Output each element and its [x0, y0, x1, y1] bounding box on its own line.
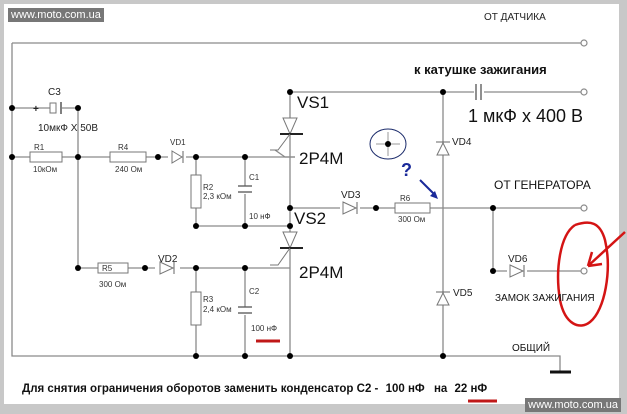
red-arrow-icon: [586, 231, 626, 268]
terminal-ignition-lock: [580, 267, 588, 275]
label-vs2: VS2: [294, 209, 326, 228]
diode-vd3: [342, 201, 358, 215]
label-c2: C2: [249, 287, 260, 296]
label-c1-value: 10 нФ: [249, 212, 271, 221]
schematic-canvas: [4, 4, 619, 404]
label-vd6: VD6: [508, 254, 528, 265]
footer-note-old: 100 нФ: [386, 383, 425, 395]
diode-vd5: [436, 291, 450, 306]
label-c1: C1: [249, 173, 260, 182]
footer-note-prefix: Для снятия ограничения оборотов заменить…: [22, 383, 379, 395]
wire-left-common: [11, 43, 561, 372]
terminal-generator: [580, 204, 588, 212]
crosshair-icon: [369, 128, 407, 160]
wire-gate-vs1: [274, 149, 295, 158]
watermark-top: www.moto.com.ua: [8, 8, 104, 22]
label-r5: R5: [102, 264, 113, 273]
label-r6-value: 300 Ом: [398, 215, 425, 224]
label-vd5: VD5: [453, 288, 473, 299]
label-vd3: VD3: [341, 190, 361, 201]
label-c3-polarity: +: [33, 104, 39, 115]
watermark-bottom: www.moto.com.ua: [525, 398, 621, 412]
label-coil-cap-value: 1 мкФ х 400 В: [468, 106, 583, 126]
label-vd2: VD2: [158, 254, 178, 265]
arrow-icon: [419, 179, 438, 199]
question-mark: ?: [401, 160, 412, 180]
label-vs1-type: 2P4M: [299, 149, 343, 168]
label-terminal-ignition-lock: ЗАМОК ЗАЖИГАНИЯ: [495, 293, 595, 304]
thyristor-vs2: [270, 231, 303, 266]
label-vd4: VD4: [452, 137, 472, 148]
label-terminal-coil: к катушке зажигания: [414, 62, 547, 77]
diode-vd2: [159, 261, 175, 275]
label-r3-value: 2,4 кОм: [203, 305, 232, 314]
resistor-r6: [394, 202, 431, 214]
capacitor-c2: [238, 306, 252, 315]
footer-note-middle: на: [434, 383, 448, 395]
label-vd1: VD1: [170, 138, 186, 147]
capacitor-coil: [474, 84, 484, 100]
terminal-sensor: [580, 39, 588, 47]
label-vs1: VS1: [297, 93, 329, 112]
label-terminal-common: ОБЩИЙ: [512, 341, 550, 354]
label-terminal-sensor: ОТ ДАТЧИКА: [484, 12, 546, 23]
label-r2-value: 2,3 кОм: [203, 192, 232, 201]
label-r5-value: 300 Ом: [99, 280, 126, 289]
label-r4: R4: [118, 143, 129, 152]
diode-vd1: [171, 150, 184, 164]
label-r4-value: 240 Ом: [115, 165, 142, 174]
terminal-coil: [580, 88, 588, 96]
diode-vd4: [436, 141, 450, 156]
resistor-r2: [190, 174, 202, 209]
resistor-r3: [190, 291, 202, 326]
resistor-r1: [29, 151, 63, 163]
thyristor-vs1: [270, 117, 303, 151]
label-r1: R1: [34, 143, 45, 152]
label-r6: R6: [400, 194, 411, 203]
footer-note: Для снятия ограничения оборотов заменить…: [22, 383, 487, 395]
label-r1-value: 10кОм: [33, 165, 57, 174]
capacitor-c3: [49, 102, 62, 114]
label-c2-value: 100 нФ: [251, 324, 277, 333]
label-terminal-generator: ОТ ГЕНЕРАТОРА: [494, 178, 591, 192]
diode-vd6: [509, 264, 525, 278]
footer-note-new: 22 нФ: [454, 383, 487, 395]
label-c3-value: 10мкФ X 50В: [38, 123, 98, 134]
red-highlight-circle: [556, 221, 626, 327]
junction-dots: [9, 89, 496, 359]
label-r2: R2: [203, 183, 214, 192]
resistor-r4: [109, 151, 147, 163]
resistor-r5: [97, 262, 129, 274]
capacitor-c1: [238, 185, 252, 194]
wire-vd6: [492, 208, 583, 272]
label-r3: R3: [203, 295, 214, 304]
label-vs2-type: 2P4M: [299, 263, 343, 282]
label-c3: C3: [48, 87, 61, 98]
